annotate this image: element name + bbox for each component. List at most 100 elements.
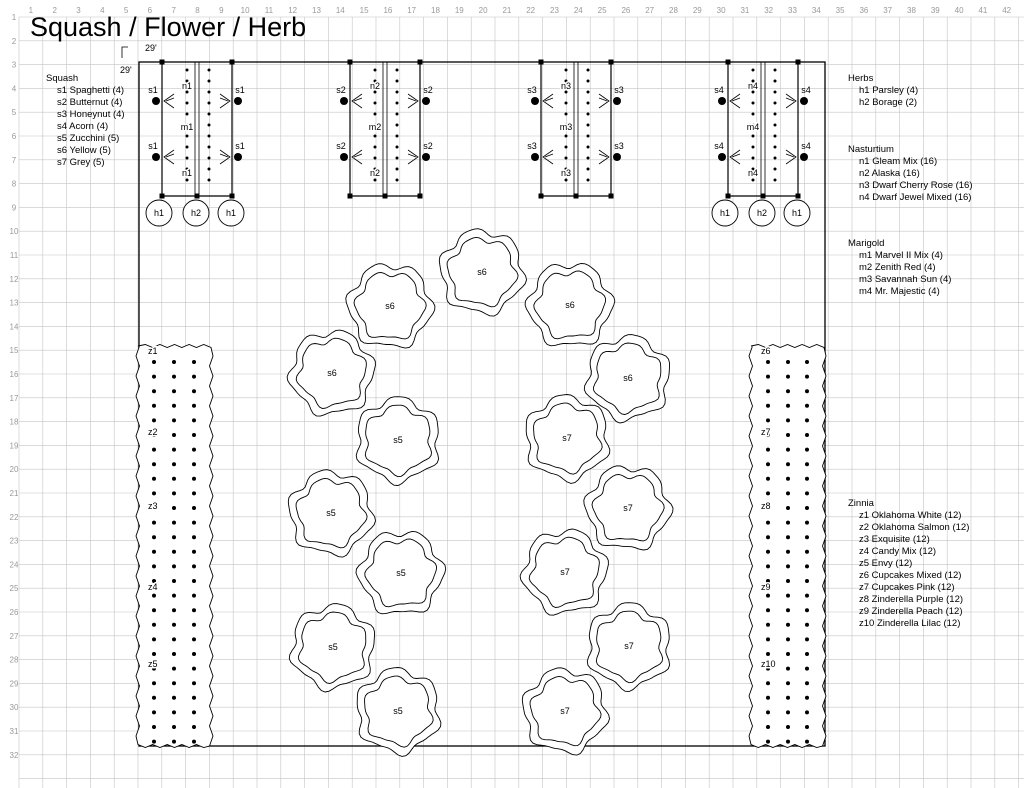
flower-seed-dot: [586, 79, 590, 83]
zinnia-seed-dot: [786, 681, 790, 686]
hill-outline-inner: [364, 675, 434, 748]
flower-label: n2: [370, 81, 380, 91]
grid-row-label: 1: [12, 13, 17, 22]
zinnia-label: z7: [761, 427, 771, 437]
flower-label: n4: [748, 81, 758, 91]
zinnia-seed-dot: [172, 666, 176, 671]
squash-plant-label: s4: [714, 85, 724, 95]
zinnia-seed-dot: [786, 389, 790, 394]
squash-plant-marker: [800, 153, 808, 161]
zinnia-seed-dot: [786, 652, 790, 656]
zinnia-seed-dot: [152, 549, 156, 554]
vine-arrow: [729, 149, 741, 165]
zinnia-seed-dot: [786, 506, 790, 510]
flower-seed-dot: [373, 145, 377, 149]
post-marker: [347, 193, 353, 199]
herb-label: h2: [191, 208, 201, 218]
zinnia-seed-dot: [192, 637, 196, 642]
zinnia-seed-dot: [805, 476, 809, 481]
herb-label: h2: [757, 208, 767, 218]
flower-seed-dot: [564, 112, 568, 116]
vine-arrow: [407, 149, 419, 165]
squash-plant-label: s2: [423, 85, 433, 95]
zinnia-seed-dot: [805, 710, 809, 715]
zinnia-seed-dot: [786, 593, 790, 598]
vine-arrow: [542, 149, 554, 165]
zinnia-seed-dot: [786, 447, 790, 452]
grid-row-label: 30: [10, 703, 19, 712]
zinnia-seed-dot: [172, 535, 176, 540]
squash-plant-label: s2: [336, 141, 346, 151]
zinnia-seed-dot: [152, 695, 156, 700]
grid-column-label: 14: [336, 6, 345, 15]
herbs-legend: Herbs h1 Parsley (4) h2 Borage (2): [848, 73, 918, 109]
zinnia-seed-dot: [766, 520, 770, 525]
zinnia-seed-dot: [786, 637, 790, 642]
flower-seed-dot: [373, 178, 377, 182]
zinnia-seed-dot: [192, 579, 196, 583]
vine-arrow: [407, 93, 419, 109]
zinnia-seed-dot: [766, 710, 770, 715]
hill-label: s7: [560, 567, 570, 577]
grid-column-label: 29: [693, 6, 702, 15]
zinnia-seed-dot: [172, 447, 176, 452]
hill-label: s7: [624, 641, 634, 651]
flower-seed-dot: [185, 167, 189, 171]
zinnia-seed-dot: [805, 622, 809, 627]
hill-outline-inner: [595, 610, 664, 684]
zinnia-seed-dot: [766, 433, 770, 437]
squash-hill: s6: [345, 263, 436, 349]
zinnia-seed-dot: [766, 593, 770, 598]
grid-column-label: 28: [669, 6, 678, 15]
grid-column-label: 32: [764, 6, 773, 15]
squash-plant-marker: [800, 97, 808, 105]
legend-heading: Herbs: [848, 73, 874, 84]
post-marker: [229, 59, 235, 65]
zinnia-seed-dot: [172, 491, 176, 496]
post-marker: [159, 193, 165, 199]
hill-outline-outer: [287, 469, 376, 558]
zinnia-seed-dot: [786, 666, 790, 671]
flower-seed-dot: [564, 145, 568, 149]
grid-column-label: 37: [883, 6, 892, 15]
zinnia-seed-dot: [766, 389, 770, 394]
squash-plant-label: s4: [801, 141, 811, 151]
squash-plant-label: s3: [527, 85, 537, 95]
flower-seed-dot: [207, 79, 211, 83]
squash-plant-marker: [152, 97, 160, 105]
squash-hill: s5: [355, 396, 440, 486]
herb-label: h1: [226, 208, 236, 218]
squash-hill: s6: [438, 228, 527, 317]
zinnia-seed-dot: [172, 389, 176, 394]
grid-column-label: 3: [76, 6, 81, 15]
legend-heading: Marigold: [848, 238, 885, 249]
zinnia-seed-dot: [172, 549, 176, 554]
zinnia-seed-dot: [766, 549, 770, 554]
grid-column-label: 10: [241, 6, 250, 15]
grid-column-label: 20: [479, 6, 488, 15]
squash-hill: s7: [586, 602, 671, 693]
zinnia-seed-dot: [172, 476, 176, 481]
grid-column-label: 8: [195, 6, 200, 15]
hill-label: s5: [393, 706, 403, 716]
zinnia-seed-dot: [786, 579, 790, 583]
flower-seed-dot: [773, 101, 777, 105]
zinnia-seed-dot: [152, 389, 156, 394]
legend-item: z4 Candy Mix (12): [859, 546, 937, 557]
flower-seed-dot: [773, 167, 777, 171]
herb-plant: [217, 199, 245, 227]
zinnia-seed-dot: [192, 403, 196, 408]
marigold-legend: Marigold m1 Marvel II Mix (4) m2 Zenith …: [848, 238, 951, 298]
hill-outline-outer: [586, 602, 671, 693]
flower-label: n3: [561, 81, 571, 91]
flower-seed-dot: [395, 90, 399, 94]
zinnia-seed-dot: [805, 535, 809, 540]
grid-column-label: 15: [360, 6, 369, 15]
vine-arrow: [729, 93, 741, 109]
zinnia-seed-dot: [152, 681, 156, 686]
post-marker: [538, 193, 544, 199]
zinnia-seed-dot: [152, 710, 156, 715]
zinnia-seed-dot: [786, 725, 790, 729]
post-marker: [417, 193, 423, 199]
